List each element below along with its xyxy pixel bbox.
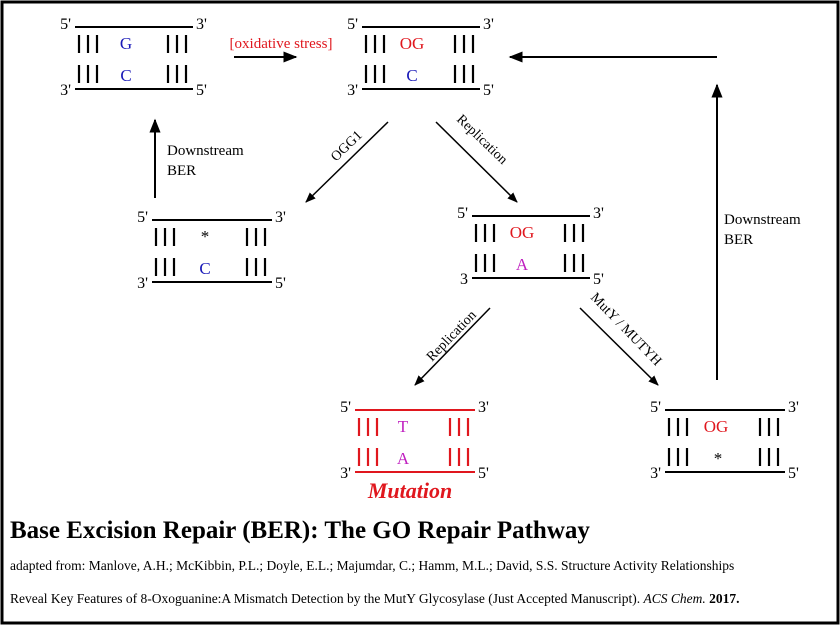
three-prime-label: 3' — [340, 465, 351, 482]
citation-journal: ACS Chem. — [642, 591, 705, 606]
base-og: OG — [704, 417, 729, 436]
downstream-ber-label-right-2: BER — [724, 232, 753, 248]
three-prime-label: 3' — [478, 399, 489, 416]
dna-mutated: T A Mutation 5' 3' 3' 5' — [340, 399, 489, 503]
three-prime-label: 3' — [60, 82, 71, 99]
five-prime-label: 5' — [340, 399, 351, 416]
replication-label-1: Replication — [453, 112, 510, 168]
five-prime-label: 5' — [196, 82, 207, 99]
base-t: T — [398, 417, 409, 436]
citation-year: 2017. — [709, 591, 739, 606]
five-prime-label: 5' — [483, 82, 494, 99]
base-og: OG — [510, 223, 535, 242]
abasic-site: * — [201, 227, 210, 246]
base-c: C — [199, 259, 210, 278]
replication-arrow-1 — [435, 121, 518, 203]
muty-arrow — [579, 307, 659, 386]
three-prime-label: 3 — [460, 271, 468, 288]
five-prime-label: 5' — [650, 399, 661, 416]
base-a: A — [516, 255, 529, 274]
oxidative-stress-label: [oxidative stress] — [230, 36, 333, 52]
citation-text: Reveal Key Features of 8-Oxoguanine:A Mi… — [10, 591, 643, 606]
base-c: C — [406, 66, 417, 85]
base-a: A — [397, 449, 410, 468]
replication-arrow-2 — [414, 307, 491, 386]
dna-normal: G C 5' 3' 3' 5' — [60, 16, 207, 99]
citation-line-2: Reveal Key Features of 8-Oxoguanine:A Mi… — [10, 591, 739, 606]
three-prime-label: 3' — [196, 16, 207, 33]
five-prime-label: 5' — [593, 271, 604, 288]
five-prime-label: 5' — [275, 275, 286, 292]
five-prime-label: 5' — [788, 465, 799, 482]
muty-label: MutY / MUTYH — [587, 290, 664, 369]
ogg1-label: OGG1 — [328, 128, 365, 165]
five-prime-label: 5' — [457, 205, 468, 222]
page-title: Base Excision Repair (BER): The GO Repai… — [10, 517, 590, 544]
base-og: OG — [400, 34, 425, 53]
base-c: C — [120, 66, 131, 85]
five-prime-label: 5' — [60, 16, 71, 33]
citation-line-1: adapted from: Manlove, A.H.; McKibbin, P… — [10, 558, 734, 573]
downstream-ber-label-right-1: Downstream — [724, 212, 801, 228]
three-prime-label: 3' — [137, 275, 148, 292]
three-prime-label: 3' — [650, 465, 661, 482]
five-prime-label: 5' — [137, 209, 148, 226]
replication-label-2: Replication — [424, 308, 480, 365]
mutation-label: Mutation — [367, 478, 452, 503]
dna-ogg1-product: * C 5' 3' 3' 5' — [137, 209, 286, 292]
five-prime-label: 5' — [347, 16, 358, 33]
three-prime-label: 3' — [347, 82, 358, 99]
five-prime-label: 5' — [478, 465, 489, 482]
dna-muty-product: OG * 5' 3' 3' 5' — [650, 399, 799, 482]
three-prime-label: 3' — [788, 399, 799, 416]
ogg1-arrow — [305, 121, 389, 203]
three-prime-label: 3' — [593, 205, 604, 222]
three-prime-label: 3' — [275, 209, 286, 226]
abasic-site: * — [714, 449, 723, 468]
downstream-ber-label-left-2: BER — [167, 163, 196, 179]
base-g: G — [120, 34, 132, 53]
downstream-ber-label-left-1: Downstream — [167, 143, 244, 159]
dna-oxidized: OG C 5' 3' 3' 5' — [347, 16, 494, 99]
three-prime-label: 3' — [483, 16, 494, 33]
dna-replicated: OG A 5' 3' 3 5' — [457, 205, 604, 288]
